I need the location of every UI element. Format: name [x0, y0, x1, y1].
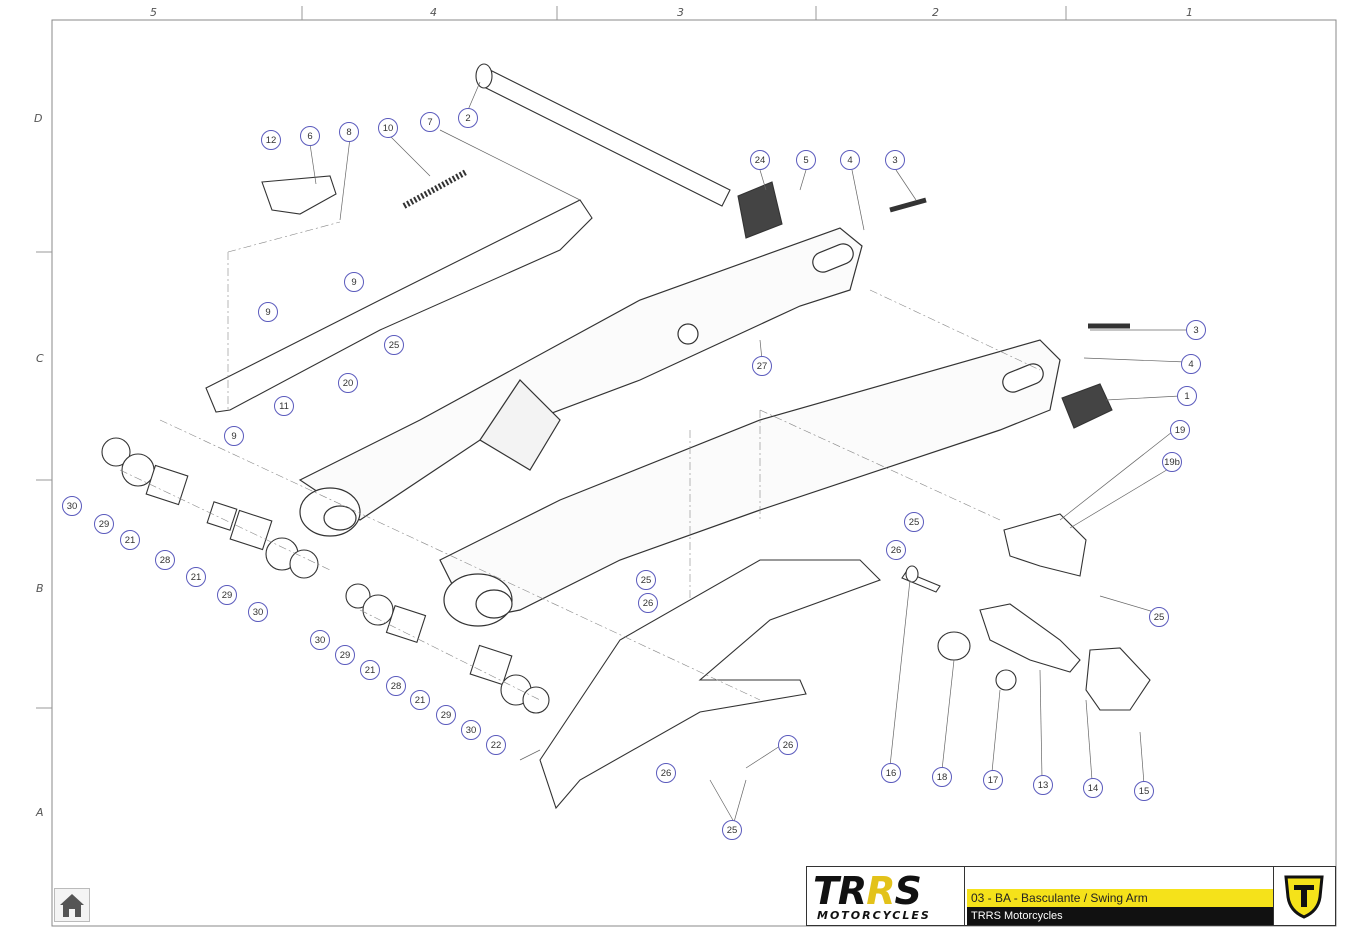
- zone-row-label: A: [36, 806, 44, 819]
- home-icon: [60, 894, 84, 917]
- part-callout: 30: [248, 602, 268, 622]
- part-callout: 26: [886, 540, 906, 560]
- part-callout: 18: [932, 767, 952, 787]
- part-callout: 29: [436, 705, 456, 725]
- part-callout: 15: [1134, 781, 1154, 801]
- part-callout: 12: [261, 130, 281, 150]
- part-callout: 29: [217, 585, 237, 605]
- part-callout: 9: [258, 302, 278, 322]
- part-callout: 9: [344, 272, 364, 292]
- swing-arm-body: [298, 227, 1061, 627]
- title-block: TRRS MOTORCYCLES 03 - BA - Basculante / …: [806, 866, 1336, 926]
- part-callout: 21: [186, 567, 206, 587]
- zone-column-label: 2: [932, 6, 939, 19]
- part-callout: 25: [636, 570, 656, 590]
- part-callout: 4: [840, 150, 860, 170]
- part-callout: 30: [310, 630, 330, 650]
- part-callout: 3: [885, 150, 905, 170]
- part-callout: 19: [1170, 420, 1190, 440]
- part-callout: 30: [62, 496, 82, 516]
- zone-row-label: C: [36, 352, 44, 365]
- part-callout: 25: [1149, 607, 1169, 627]
- part-callout: 26: [638, 593, 658, 613]
- part-callout: 13: [1033, 775, 1053, 795]
- drawing-subtitle: TRRS Motorcycles: [967, 907, 1273, 925]
- zone-column-label: 4: [430, 6, 437, 19]
- part-callout: 25: [904, 512, 924, 532]
- part-callout: 30: [461, 720, 481, 740]
- drawing-title: 03 - BA - Basculante / Swing Arm: [967, 889, 1273, 907]
- part-callout: 22: [486, 735, 506, 755]
- part-callout: 7: [420, 112, 440, 132]
- part-callout: 21: [410, 690, 430, 710]
- center-lines: [119, 221, 1041, 701]
- trrs-logo: TRRS MOTORCYCLES: [807, 867, 965, 925]
- part-callout: 5: [796, 150, 816, 170]
- part-callout: 16: [881, 763, 901, 783]
- zone-row-label: B: [36, 582, 44, 595]
- part-callout: 6: [300, 126, 320, 146]
- zone-column-label: 3: [677, 6, 684, 19]
- part-callout: 25: [384, 335, 404, 355]
- part-callout: 4: [1181, 354, 1201, 374]
- trrs-emblem-icon: [1273, 867, 1335, 925]
- part-callout: 17: [983, 770, 1003, 790]
- part-callout: 21: [120, 530, 140, 550]
- logo-subtext: MOTORCYCLES: [817, 909, 931, 922]
- part-callout: 10: [378, 118, 398, 138]
- part-callout: 28: [386, 676, 406, 696]
- part-callout: 28: [155, 550, 175, 570]
- zone-ticks: [36, 6, 1067, 709]
- part-callout: 8: [339, 122, 359, 142]
- part-callout: 27: [752, 356, 772, 376]
- part-callout: 19b: [1162, 452, 1182, 472]
- part-callout: 2: [458, 108, 478, 128]
- part-callout: 26: [656, 763, 676, 783]
- part-callout: 25: [722, 820, 742, 840]
- part-callout: 26: [778, 735, 798, 755]
- zone-row-label: D: [34, 112, 43, 125]
- home-button[interactable]: [54, 888, 90, 922]
- part-callout: 29: [94, 514, 114, 534]
- part-callout: 9: [224, 426, 244, 446]
- part-callout: 21: [360, 660, 380, 680]
- part-callout: 29: [335, 645, 355, 665]
- logo-wordmark: TRRS: [813, 869, 922, 913]
- zone-column-label: 5: [150, 6, 157, 19]
- part-callout: 20: [338, 373, 358, 393]
- zone-column-label: 1: [1186, 6, 1193, 19]
- sheet-border: [51, 19, 1337, 927]
- part-callout: 11: [274, 396, 294, 416]
- leader-lines: [309, 81, 1187, 823]
- part-callout: 24: [750, 150, 770, 170]
- part-callout: 14: [1083, 778, 1103, 798]
- part-callout: 1: [1177, 386, 1197, 406]
- parts: [101, 63, 1151, 810]
- part-callout: 3: [1186, 320, 1206, 340]
